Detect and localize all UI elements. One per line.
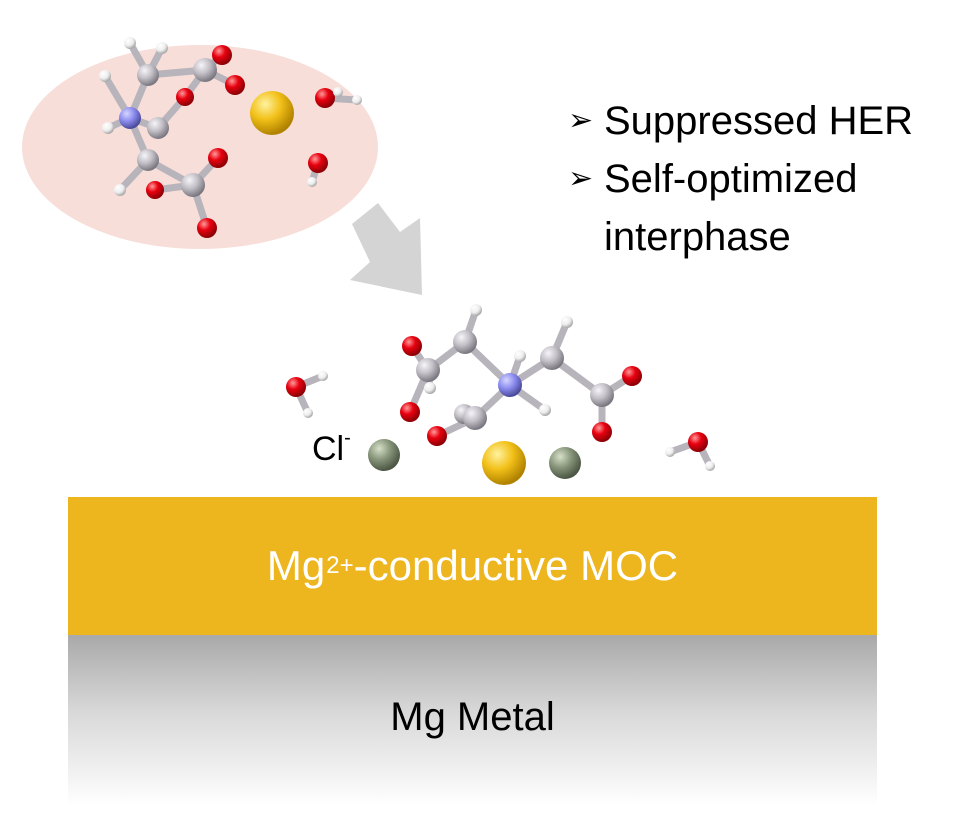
benefit-text-continuation: interphase <box>604 215 791 259</box>
chloride-ion <box>368 439 400 471</box>
transition-arrow <box>350 203 422 295</box>
chloride-charge: - <box>344 427 351 449</box>
moc-prefix: Mg <box>266 542 326 589</box>
water-o <box>286 377 306 397</box>
benefit-item-interphase: ➢ Self-optimized <box>568 150 948 208</box>
surface-mg-ion <box>482 441 526 485</box>
chloride-label: Cl- <box>312 427 351 469</box>
benefit-list: ➢ Suppressed HER ➢ Self-optimized interp… <box>568 92 948 266</box>
arrow-bullet-icon: ➢ <box>568 162 594 195</box>
moc-charge: 2+ <box>326 552 354 579</box>
water-o <box>688 432 708 452</box>
solvation-sheath-bubble <box>22 45 378 249</box>
bubble-water-o <box>308 153 328 173</box>
chloride-ion <box>549 447 581 479</box>
mg-metal-layer: Mg Metal <box>68 635 877 805</box>
surface-complex-atoms <box>286 304 715 485</box>
benefit-text: Suppressed HER <box>604 99 914 143</box>
arrow-bullet-icon: ➢ <box>568 104 594 137</box>
metal-label: Mg Metal <box>390 694 555 739</box>
benefit-text: Self-optimized <box>604 157 858 201</box>
bubble-complex-atoms <box>99 37 362 238</box>
bubble-water-o <box>315 88 335 108</box>
benefit-item-her: ➢ Suppressed HER <box>568 92 948 150</box>
chloride-symbol: Cl <box>312 430 345 468</box>
moc-suffix: -conductive MOC <box>353 542 679 589</box>
bubble-mg-ion <box>250 91 294 135</box>
